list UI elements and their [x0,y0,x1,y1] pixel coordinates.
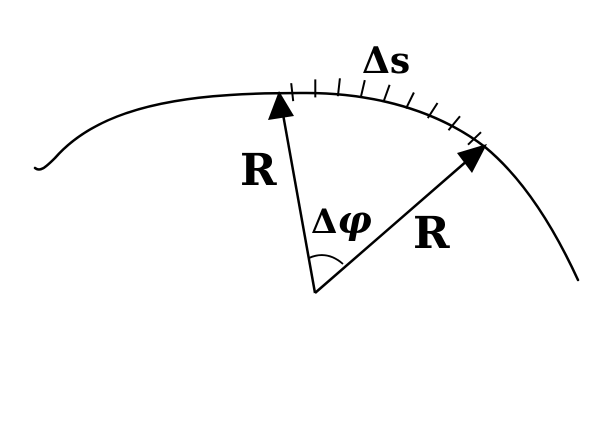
arc-tick [382,84,391,103]
angle-phi-symbol: φ [337,197,371,242]
angle-arc [308,254,344,265]
arc-tick [447,115,461,131]
angle-label: Δφ [311,197,372,242]
radius-label-left: R [240,145,277,196]
arc-length-label: Δs [362,40,410,82]
arc-ticks [290,78,482,146]
radius-arrowhead-left [268,91,294,120]
radius-label-right: R [413,208,450,259]
arc-tick [405,92,415,110]
arc-tick [359,79,366,98]
arc-tick [426,102,439,119]
radius-vector-left [279,102,317,294]
radius-arrowhead-right [457,144,487,173]
angle-delta-symbol: Δ [311,202,337,242]
arc-tick [336,78,341,97]
radius-vector-right [314,152,477,294]
arc-tick [467,131,482,146]
arc-tick [290,83,295,102]
